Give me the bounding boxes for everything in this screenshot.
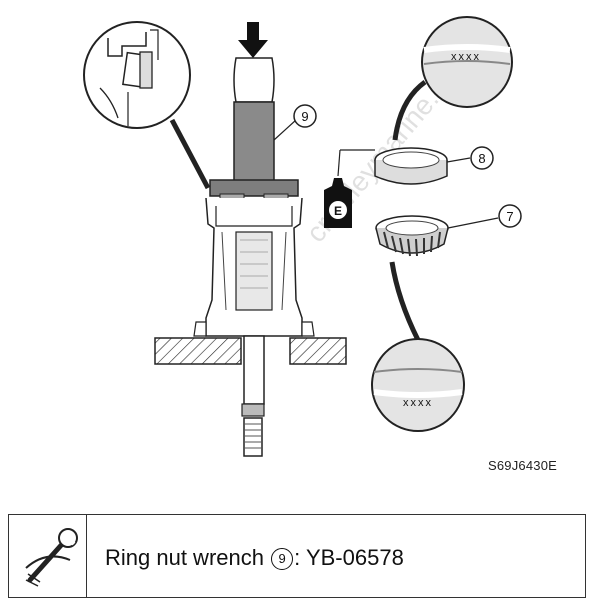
- tapered-roller-bearing-7: 7: [375, 204, 522, 342]
- svg-text:9: 9: [301, 109, 308, 124]
- svg-text:8: 8: [478, 151, 485, 166]
- lower-case-housing: [193, 197, 315, 337]
- press-support-blocks: [154, 337, 347, 365]
- tool-description: Ring nut wrench 9: YB-06578: [105, 545, 404, 571]
- press-ram: [233, 57, 275, 103]
- tool-icon-cell: [9, 515, 87, 597]
- special-tool-box: Ring nut wrench 9: YB-06578: [8, 514, 586, 598]
- detail-inset: [83, 21, 211, 190]
- wrench-icon: [25, 528, 78, 587]
- tool-separator: :: [294, 545, 301, 570]
- bearing-magnified-bottom: xxxx: [371, 338, 465, 432]
- callout-9: 9: [293, 104, 317, 128]
- grease-bottle-icon: E: [324, 149, 375, 228]
- tool-part-number: YB-06578: [305, 545, 404, 570]
- drive-shaft: [241, 335, 265, 457]
- figure-code: S69J6430E: [488, 458, 558, 473]
- ring-nut-wrench-tool: [209, 101, 299, 203]
- svg-text:7: 7: [506, 209, 513, 224]
- svg-text:xxxx: xxxx: [451, 51, 481, 63]
- svg-text:E: E: [334, 204, 342, 218]
- tool-ref-number: 9: [271, 548, 294, 570]
- tool-name: Ring nut wrench: [105, 545, 264, 570]
- press-arrow: [238, 22, 268, 58]
- bearing-race-magnified-top: xxxx: [392, 16, 513, 141]
- svg-text:xxxx: xxxx: [403, 397, 433, 409]
- bearing-outer-race-8: 8: [374, 146, 494, 185]
